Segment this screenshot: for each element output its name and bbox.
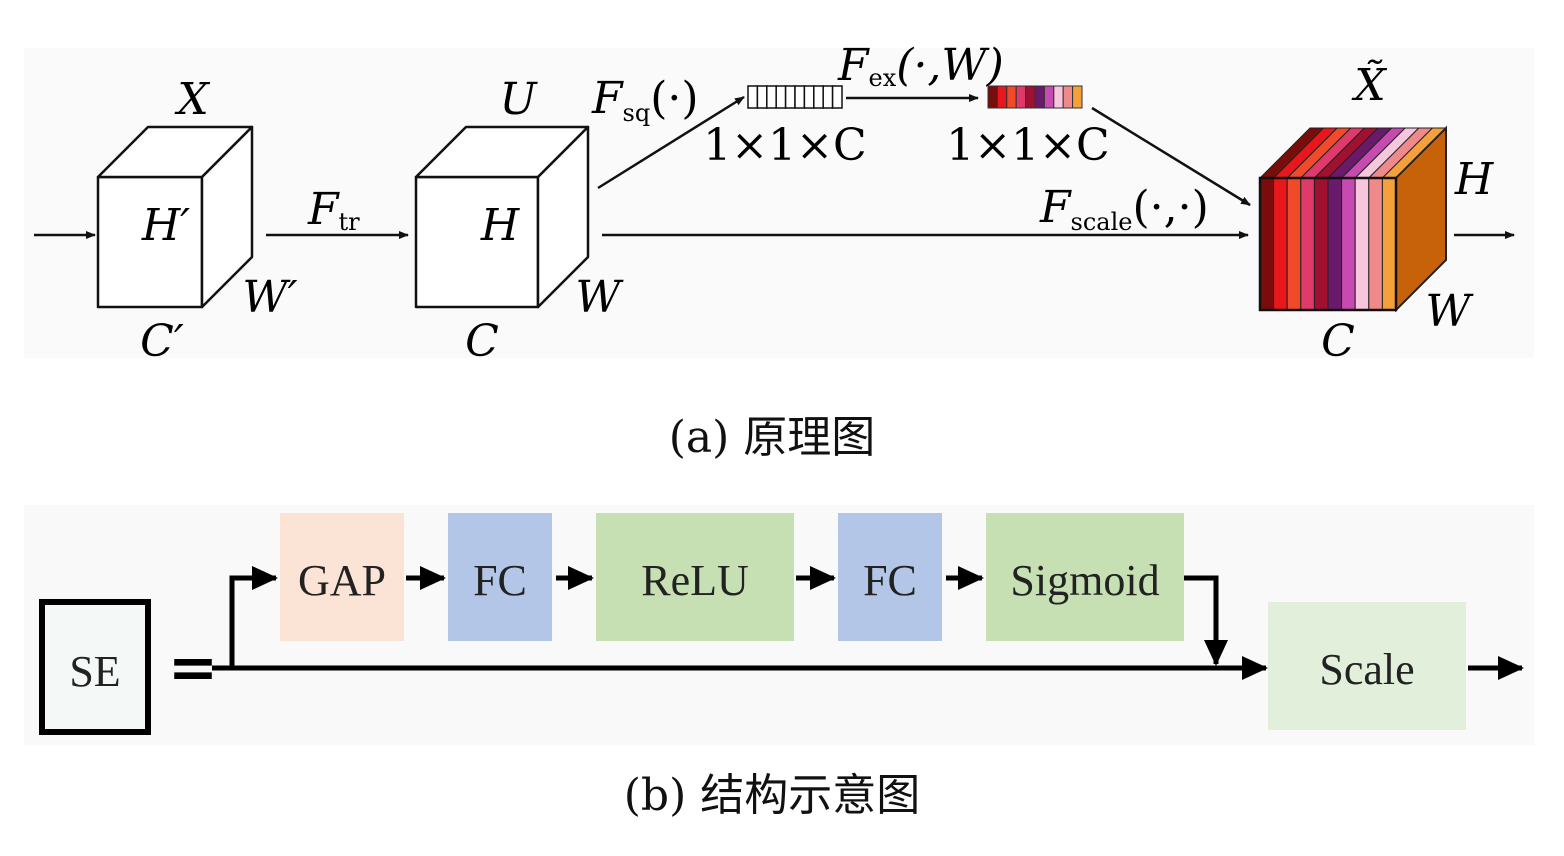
excite-vector-cell <box>1015 85 1027 109</box>
squeeze-arrow <box>597 95 745 190</box>
panel-b: SE = GAP FC ReLU FC Sigmoid <box>24 505 1534 745</box>
weights-arrow <box>1091 106 1251 207</box>
block-fc-1-label: FC <box>473 556 527 605</box>
scale-label: Fscale(·,·) <box>1039 182 1209 236</box>
block-relu-label: ReLU <box>641 556 749 605</box>
input-cube <box>96 125 254 309</box>
output-cube <box>1258 125 1448 313</box>
mid-cube-front <box>414 175 540 309</box>
squeeze-vector-cell <box>766 85 777 109</box>
excite-vector-cell <box>1034 85 1045 109</box>
se-label: SE <box>69 647 120 696</box>
block-scale-rect <box>1268 602 1466 730</box>
block-fc-2-label: FC <box>863 556 917 605</box>
block-scale-label: Scale <box>1319 645 1414 694</box>
input-cube-top-label: X <box>174 74 210 125</box>
output-cube-width-label: W <box>1425 286 1474 337</box>
excite-label: Fex(·,W) <box>837 40 1004 92</box>
squeeze-vector-cell <box>822 85 834 109</box>
output-cube-front-slice <box>1341 177 1356 311</box>
excite-vector-cell <box>1006 85 1017 109</box>
excite-vector-cell <box>1025 85 1036 109</box>
output-cube-front-slice <box>1259 177 1275 311</box>
input-cube-height-label: H′ <box>141 200 190 251</box>
branch-to-gap <box>229 566 278 668</box>
mid-cube-channel-label: C <box>465 316 499 367</box>
output-cube-front-slice <box>1313 177 1329 311</box>
mid-cube-height-label: H <box>480 200 521 251</box>
squeeze-vector <box>747 85 843 109</box>
block-sigmoid-rect <box>986 513 1184 641</box>
caption-a: (a) 原理图 <box>669 412 876 463</box>
transform-label: Ftr <box>307 184 360 236</box>
mid-cube-width-label: W <box>575 272 624 323</box>
input-cube-channel-label: C′ <box>140 316 184 367</box>
squeeze-vector-cell <box>831 85 843 109</box>
block-scale: Scale <box>1268 602 1466 730</box>
output-cube-front-slice <box>1368 177 1383 311</box>
excite-vector-cell <box>1043 85 1055 109</box>
excite-vector-cell <box>987 85 998 109</box>
output-cube-front-slice <box>1381 177 1397 311</box>
output-cube-top-label: X̃ <box>1351 58 1387 111</box>
block-gap-rect <box>280 513 404 641</box>
output-cube-front-slice <box>1273 177 1288 311</box>
squeeze-vector-cell <box>747 85 759 109</box>
output-cube-front-slice <box>1286 177 1302 311</box>
squeeze-vector-cell <box>784 85 796 109</box>
squeeze-vector-cell <box>803 85 815 109</box>
se-box <box>39 599 151 735</box>
caption-b: (b) 结构示意图 <box>624 770 920 821</box>
excite-vector-cell <box>1062 85 1074 109</box>
input-cube-width-label: W′ <box>242 272 297 323</box>
squeeze-vector-cell <box>794 85 806 109</box>
block-sigmoid-label: Sigmoid <box>1010 556 1159 605</box>
squeeze-vector-dims: 1×1×C <box>703 120 866 171</box>
excite-vector <box>987 85 1083 109</box>
output-cube-front-slice <box>1300 177 1315 311</box>
block-relu: ReLU <box>596 513 794 641</box>
block-fc-1-rect <box>448 513 552 641</box>
excite-vector-cell <box>996 85 1008 109</box>
squeeze-vector-cell <box>775 85 787 109</box>
output-cube-height-label: H <box>1454 154 1495 205</box>
squeeze-label: Fsq(·) <box>591 73 699 127</box>
block-sigmoid: Sigmoid <box>986 513 1184 641</box>
excite-vector-dims: 1×1×C <box>946 120 1109 171</box>
mid-cube-top-label: U <box>499 74 538 125</box>
mid-cube <box>414 125 590 309</box>
panel-a: X H′ W′ C′ Ftr U H W C Fsq(·) 1×1×C Fex(… <box>24 40 1534 367</box>
excite-vector-cell <box>1053 85 1064 109</box>
block-fc-2: FC <box>838 513 942 641</box>
squeeze-vector-cell <box>756 85 768 109</box>
block-gap-label: GAP <box>298 556 386 605</box>
output-cube-front-slice <box>1327 177 1343 311</box>
input-cube-side <box>200 125 254 309</box>
arrow-sigmoid-merge <box>1184 575 1228 666</box>
block-fc-2-rect <box>838 513 942 641</box>
output-cube-channel-label: C <box>1321 316 1355 367</box>
mid-cube-side <box>536 125 590 309</box>
excite-vector-cell <box>1072 85 1083 109</box>
output-cube-front-slice <box>1354 177 1370 311</box>
squeeze-vector-cell <box>813 85 824 109</box>
output-cube-front-outline <box>1258 176 1398 312</box>
equals-sign: = <box>168 633 218 703</box>
block-fc-1: FC <box>448 513 552 641</box>
block-relu-rect <box>596 513 794 641</box>
block-gap: GAP <box>280 513 404 641</box>
